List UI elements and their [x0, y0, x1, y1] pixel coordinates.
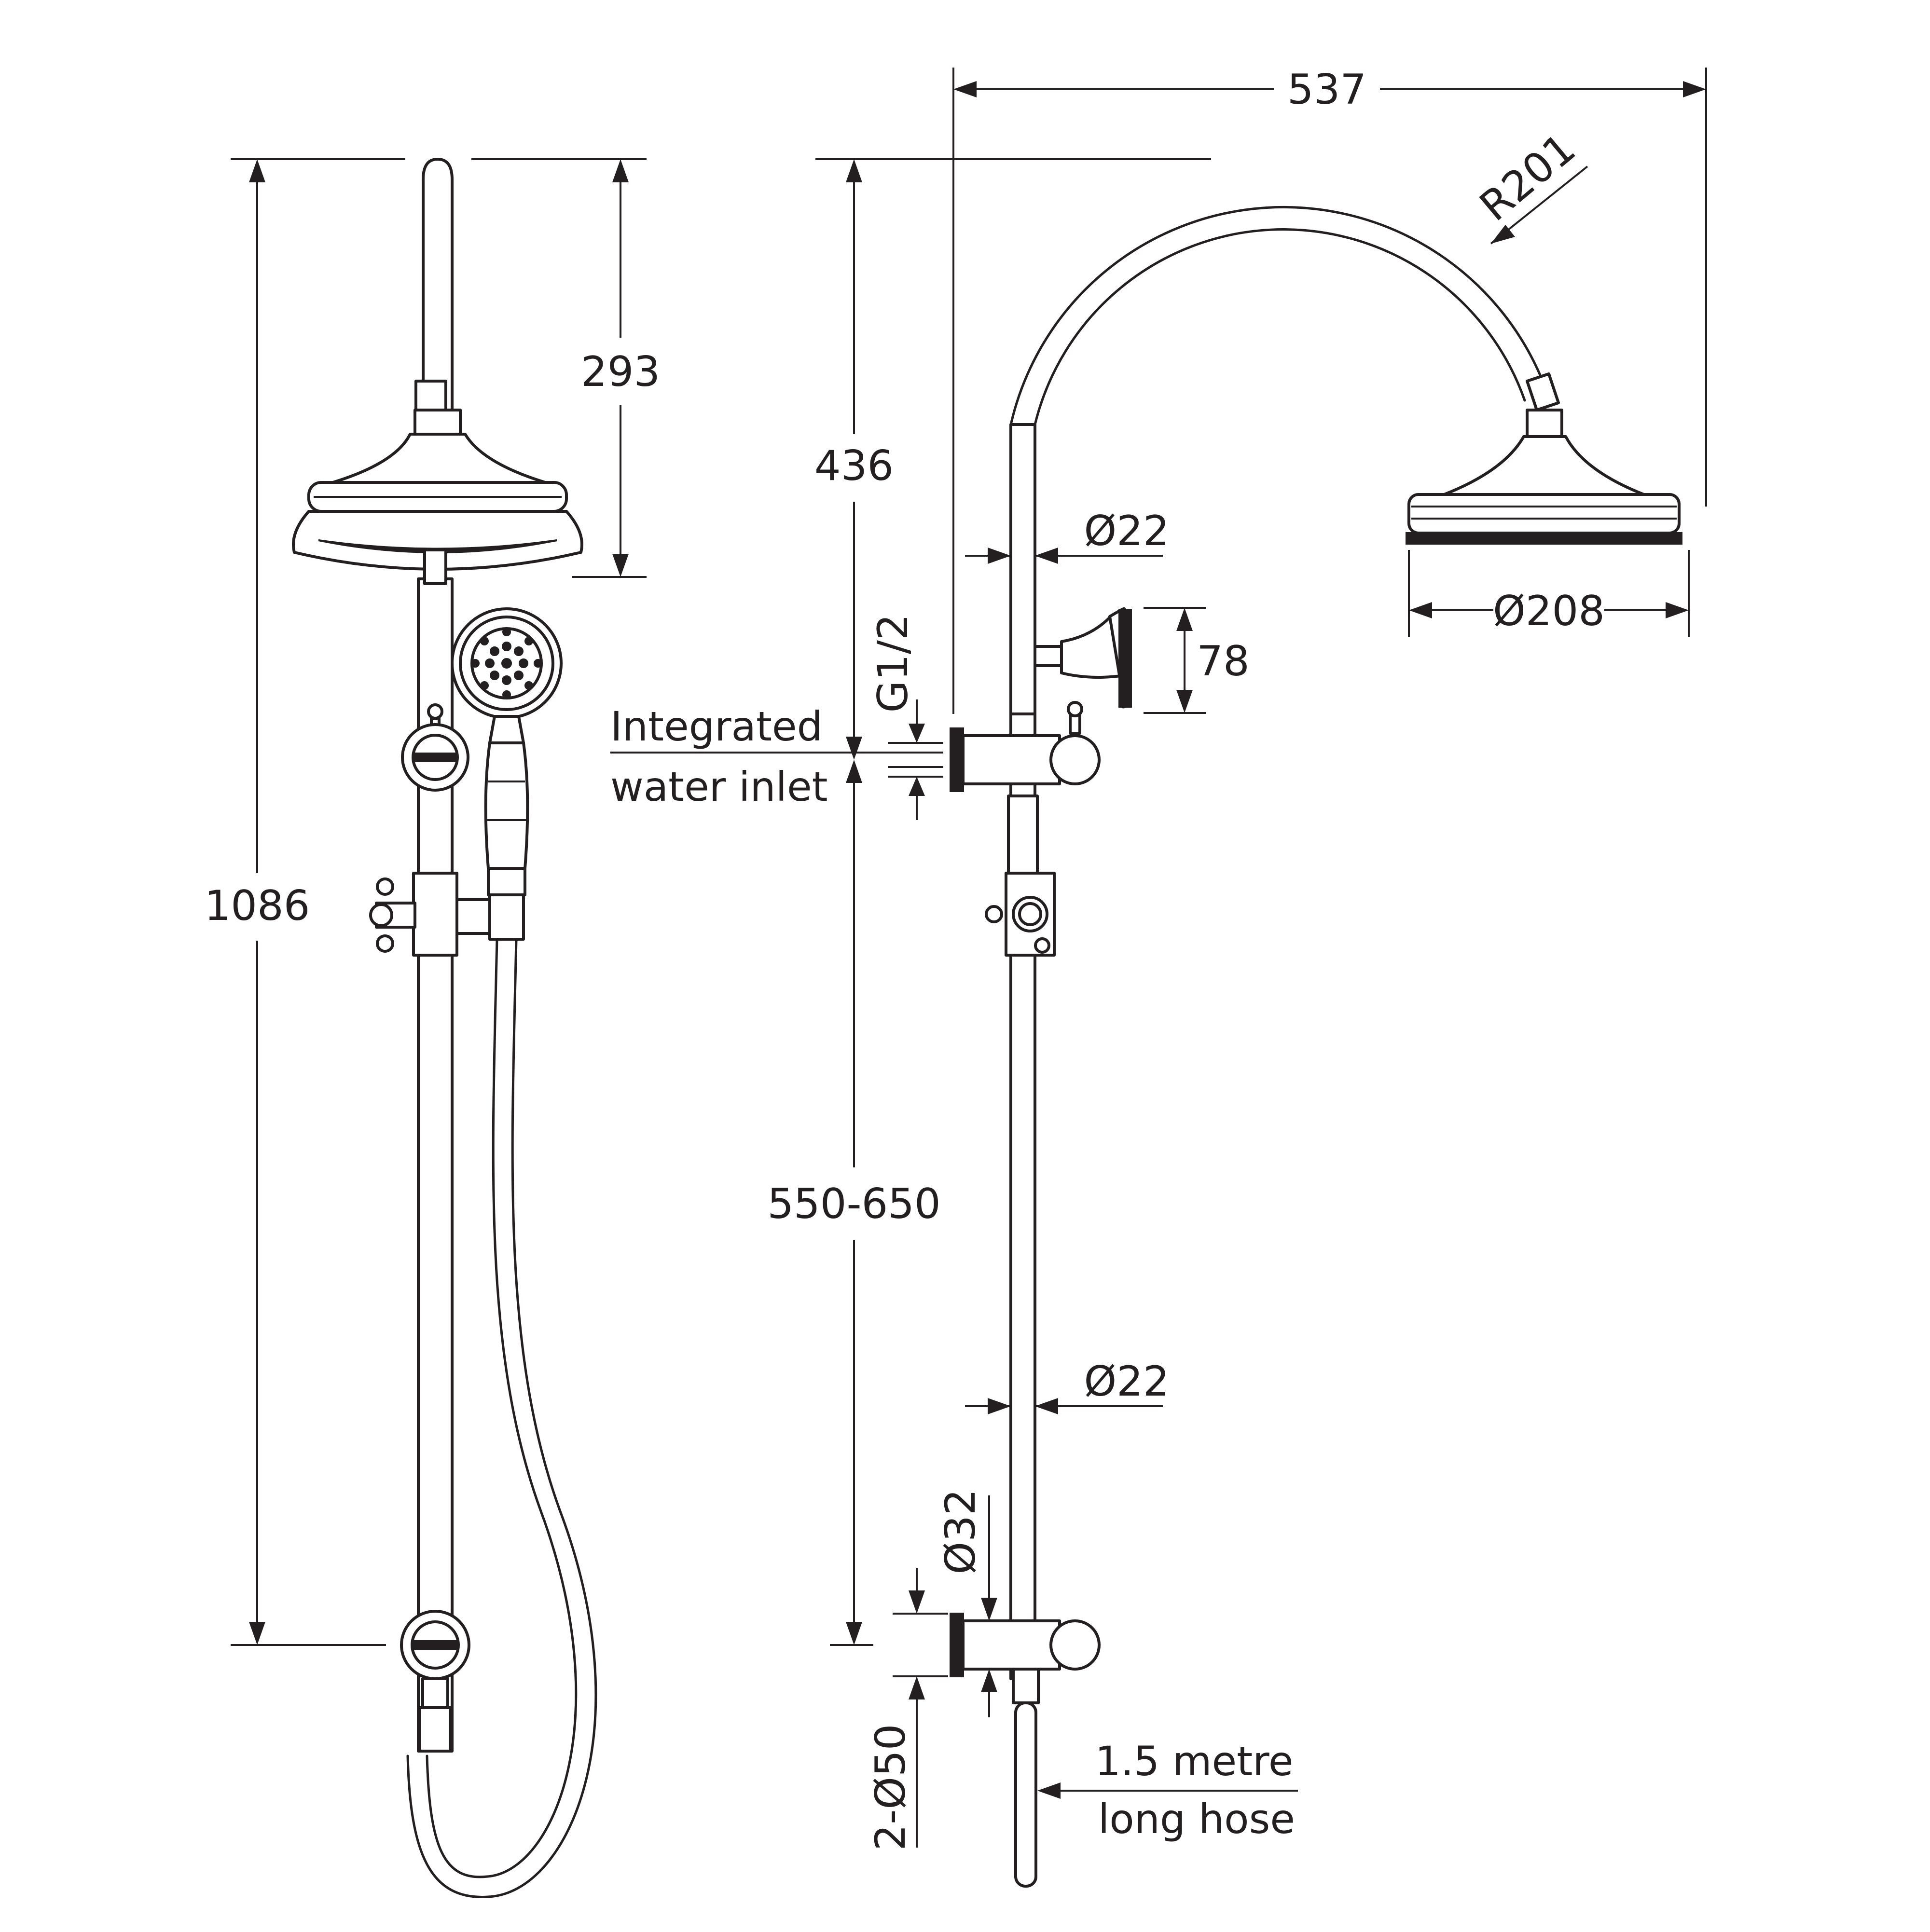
front-upper-bracket: [401, 703, 469, 792]
front-swivel-nut: [414, 380, 447, 411]
dim-78: 78: [1144, 607, 1250, 714]
dim-G1-2: G1/2: [869, 614, 943, 820]
side-gooseneck-arm: [1009, 206, 1548, 426]
side-lower-bracket: [950, 1613, 1101, 1888]
front-shower-head: [292, 409, 583, 571]
front-lower-bracket: [400, 1610, 470, 1753]
dim-G1-2-label: G1/2: [869, 614, 917, 713]
front-view: 1086 293: [205, 158, 660, 1898]
note-hose: 1.5 metre long hose: [1037, 1738, 1298, 1843]
side-upper-bracket: [950, 701, 1101, 792]
dim-dia208-label: Ø208: [1493, 587, 1605, 635]
dim-436: 436: [814, 158, 1211, 760]
side-shower-head: [1406, 409, 1682, 545]
side-hand-shower: [1034, 607, 1132, 709]
dim-2-dia50-label: 2-Ø50: [867, 1724, 915, 1851]
note-hose-line2: long hose: [1098, 1795, 1295, 1843]
dim-293: 293: [471, 158, 660, 578]
dim-dia22-lower-label: Ø22: [1084, 1357, 1169, 1406]
dim-436-label: 436: [814, 442, 894, 490]
dim-dia22-upper: Ø22: [965, 507, 1170, 564]
dim-1086: 1086: [205, 158, 405, 1646]
front-hose: [426, 938, 578, 1878]
dim-2-dia50: 2-Ø50: [867, 1568, 948, 1850]
dim-1086-label: 1086: [205, 882, 310, 930]
dim-dia32: Ø32: [937, 1489, 1018, 1717]
dim-537: 537: [952, 66, 1707, 714]
side-rail: [1009, 423, 1036, 1680]
dim-537-label: 537: [1287, 66, 1366, 114]
note-hose-line1: 1.5 metre: [1095, 1738, 1293, 1785]
dim-78-label: 78: [1197, 637, 1249, 685]
dim-dia208: Ø208: [1408, 550, 1690, 637]
note-water-inlet: Integrated water inlet: [610, 703, 893, 810]
side-view: 537 R201 436 Ø22: [610, 66, 1707, 1888]
dim-dia32-label: Ø32: [937, 1489, 985, 1574]
front-hand-shower: [451, 607, 563, 896]
dim-dia22-upper-label: Ø22: [1084, 507, 1169, 555]
dim-550-650: 550-650: [767, 760, 941, 1646]
dim-R201: R201: [1471, 124, 1588, 245]
front-top-riser: [422, 158, 454, 411]
dim-293-label: 293: [581, 348, 660, 396]
front-slide-diverter: [369, 872, 525, 957]
side-slide: [985, 795, 1056, 957]
note-water-inlet-line2: water inlet: [610, 763, 828, 810]
dim-dia22-lower: Ø22: [965, 1357, 1170, 1414]
dim-550-650-label: 550-650: [767, 1180, 940, 1228]
note-water-inlet-line1: Integrated: [610, 703, 823, 750]
